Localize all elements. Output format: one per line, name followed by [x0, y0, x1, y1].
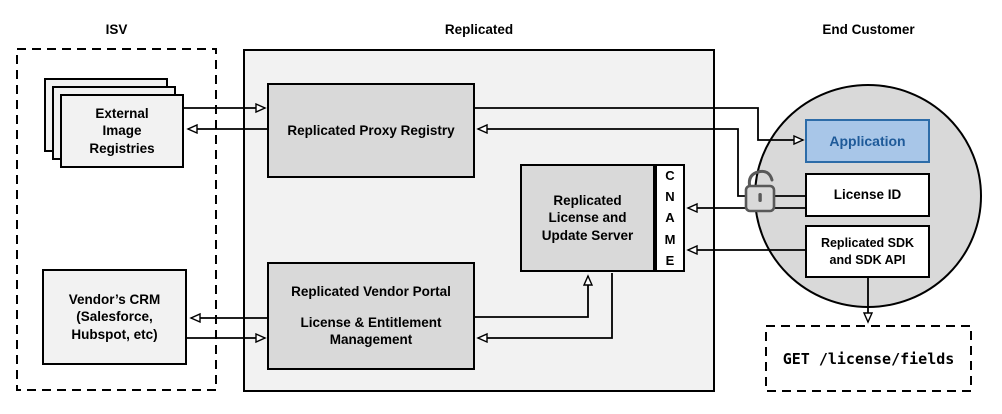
license-id-box: License ID — [805, 173, 930, 217]
vendor-portal-title: Replicated Vendor Portal — [291, 284, 451, 300]
vendor-crm-box: Vendor’s CRM (Salesforce, Hubspot, etc) — [42, 269, 187, 365]
end-customer-zone-title: End Customer — [822, 22, 915, 37]
vendor-portal-subtitle: License & Entitlement Management — [300, 314, 442, 348]
arrow-portal-to-license-server — [475, 276, 588, 318]
arrow-proxy-to-application — [475, 107, 803, 140]
isv-zone-title: ISV — [105, 22, 128, 37]
api-call-dashed-box — [765, 325, 972, 392]
open-padlock-icon — [744, 169, 776, 213]
replicated-sdk-box: Replicated SDK and SDK API — [805, 225, 930, 278]
application-box: Application — [805, 119, 930, 163]
replicated-proxy-registry-box: Replicated Proxy Registry — [267, 83, 475, 178]
cname-strip: C N A M E — [655, 164, 685, 272]
external-image-registries-box: External Image Registries — [60, 94, 184, 168]
replicated-vendor-portal-box: Replicated Vendor Portal License & Entit… — [267, 262, 475, 370]
connector-arrows — [184, 108, 868, 338]
arrow-license-server-to-portal — [478, 273, 613, 338]
replicated-zone-title: Replicated — [444, 22, 514, 37]
replicated-license-update-server-box: Replicated License and Update Server — [520, 164, 655, 272]
api-call-label: GET /license/fields — [782, 349, 955, 368]
